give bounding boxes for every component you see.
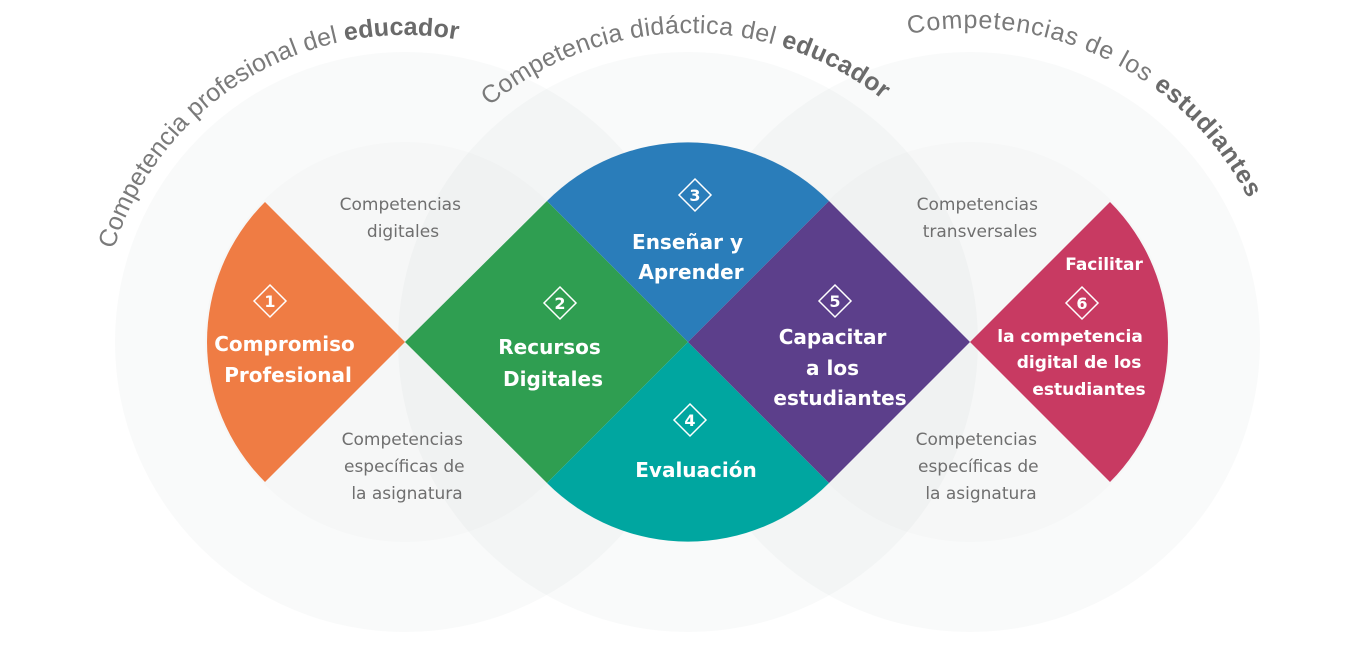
diamond-icon: [542, 285, 578, 321]
area-5-shape[interactable]: [688, 201, 970, 483]
number-5: 5: [829, 292, 840, 311]
area-1-label: Compromiso Profesional: [214, 332, 362, 387]
diamond-icon: [817, 283, 853, 319]
number-3: 3: [689, 186, 700, 205]
number-6: 6: [1076, 294, 1087, 313]
area-2-shape[interactable]: [405, 201, 688, 483]
diamond-icon: [677, 177, 713, 213]
area-1-shape[interactable]: [207, 202, 405, 482]
area-3-label: Enseñar y Aprender: [632, 230, 750, 284]
side-label-transversal: Competencias transversales: [917, 195, 1044, 242]
number-badge-3: 3: [677, 177, 713, 213]
area-2-label: Recursos Digitales: [498, 335, 607, 391]
number-4: 4: [684, 411, 695, 430]
number-badge-5: 5: [817, 283, 853, 319]
side-label-subject-left: Competencias específicas de la asignatur…: [342, 430, 470, 504]
diamond-icon: [1064, 285, 1100, 321]
area-6-shape[interactable]: [970, 202, 1168, 482]
number-badge-2: 2: [542, 285, 578, 321]
area-3-shape[interactable]: [547, 142, 829, 342]
number-badge-1: 1: [252, 283, 288, 319]
area-4-label: Evaluación: [635, 458, 756, 482]
number-badge-6: 6: [1064, 285, 1100, 321]
number-2: 2: [554, 294, 565, 313]
number-badge-4: 4: [672, 402, 708, 438]
area-4-shape[interactable]: [547, 342, 829, 542]
area-6-label: Facilitar la competencia digital de los …: [997, 255, 1149, 400]
diamond-icon: [252, 283, 288, 319]
side-label-subject-right: Competencias específicas de la asignatur…: [916, 430, 1044, 504]
diamond-icon: [672, 402, 708, 438]
area-5-label: Capacitar a los estudiantes: [773, 325, 906, 410]
side-label-digital: Competencias digitales: [340, 195, 467, 242]
number-1: 1: [264, 292, 275, 311]
